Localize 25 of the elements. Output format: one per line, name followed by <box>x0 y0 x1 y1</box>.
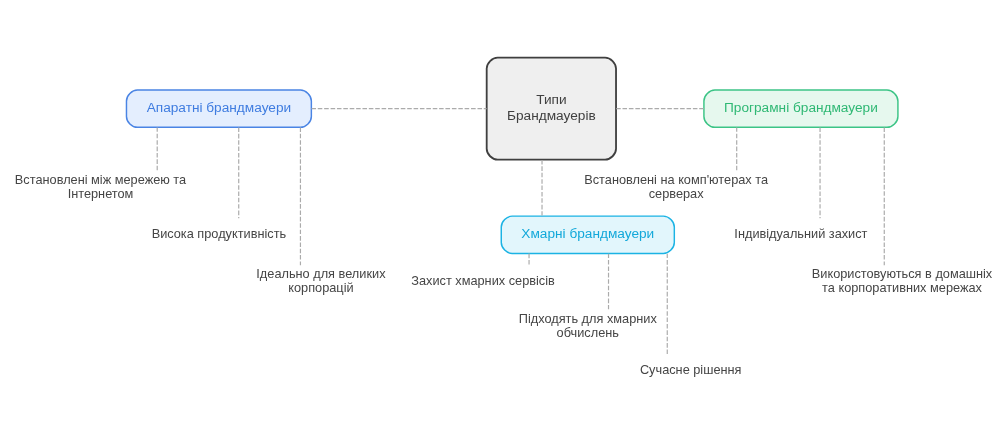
connector <box>607 253 610 311</box>
node-box: Типи Брандмауерів <box>485 56 617 161</box>
node-text: Встановлені на комп'ютерах та серверах <box>584 172 769 202</box>
connector <box>615 108 705 110</box>
connector <box>310 108 488 110</box>
node-text: Захист хмарних сервісів <box>411 273 555 289</box>
connector <box>299 126 301 266</box>
node-text: Ідеально для великих корпорацій <box>256 266 386 295</box>
node-text: Висока продуктивність <box>151 226 287 242</box>
node-text: Сучасне рішення <box>639 362 742 378</box>
node-text: Встановлені між мережею та Інтернетом <box>14 172 187 202</box>
node-text: Використовуються в домашніх та корпоративних мережах <box>811 266 993 295</box>
connector <box>666 253 668 355</box>
node-box: Апаратні брандмауери <box>125 89 313 129</box>
connector <box>541 159 543 217</box>
connector <box>819 126 821 219</box>
connector <box>736 126 738 172</box>
node-text: Підходять для хмарних обчислень <box>518 310 657 340</box>
node-box: Програмні брандмауери <box>703 89 899 129</box>
node-text: Індивідуальний захист <box>734 226 868 242</box>
connector <box>238 126 240 219</box>
node-box: Хмарні брандмауери <box>500 215 676 255</box>
connector <box>156 126 158 172</box>
connector <box>883 126 885 266</box>
connector <box>528 253 530 266</box>
